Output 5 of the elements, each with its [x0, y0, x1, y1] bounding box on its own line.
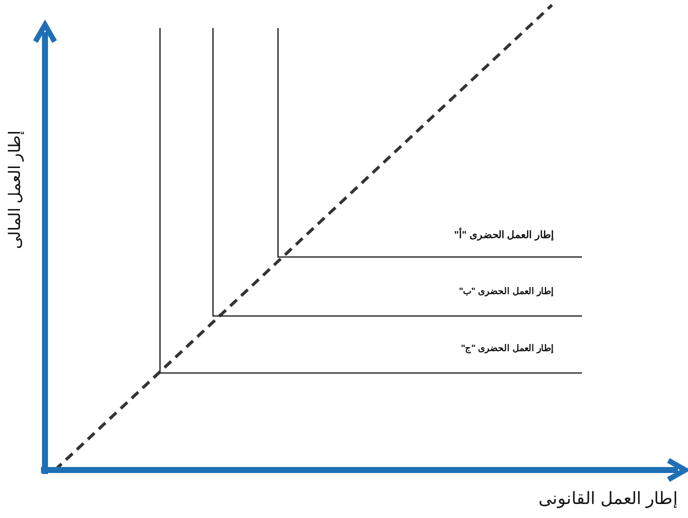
zone-label: إطار العمل الحضرى "أ": [454, 229, 554, 241]
zone-label: إطار العمل الحضرى "ج": [460, 343, 554, 353]
axis-label: إطار العمل القانونى: [538, 488, 678, 509]
zone-label: إطار العمل الحضرى "ب": [458, 286, 554, 296]
axis-label: إطار العمل المالى: [6, 130, 25, 251]
